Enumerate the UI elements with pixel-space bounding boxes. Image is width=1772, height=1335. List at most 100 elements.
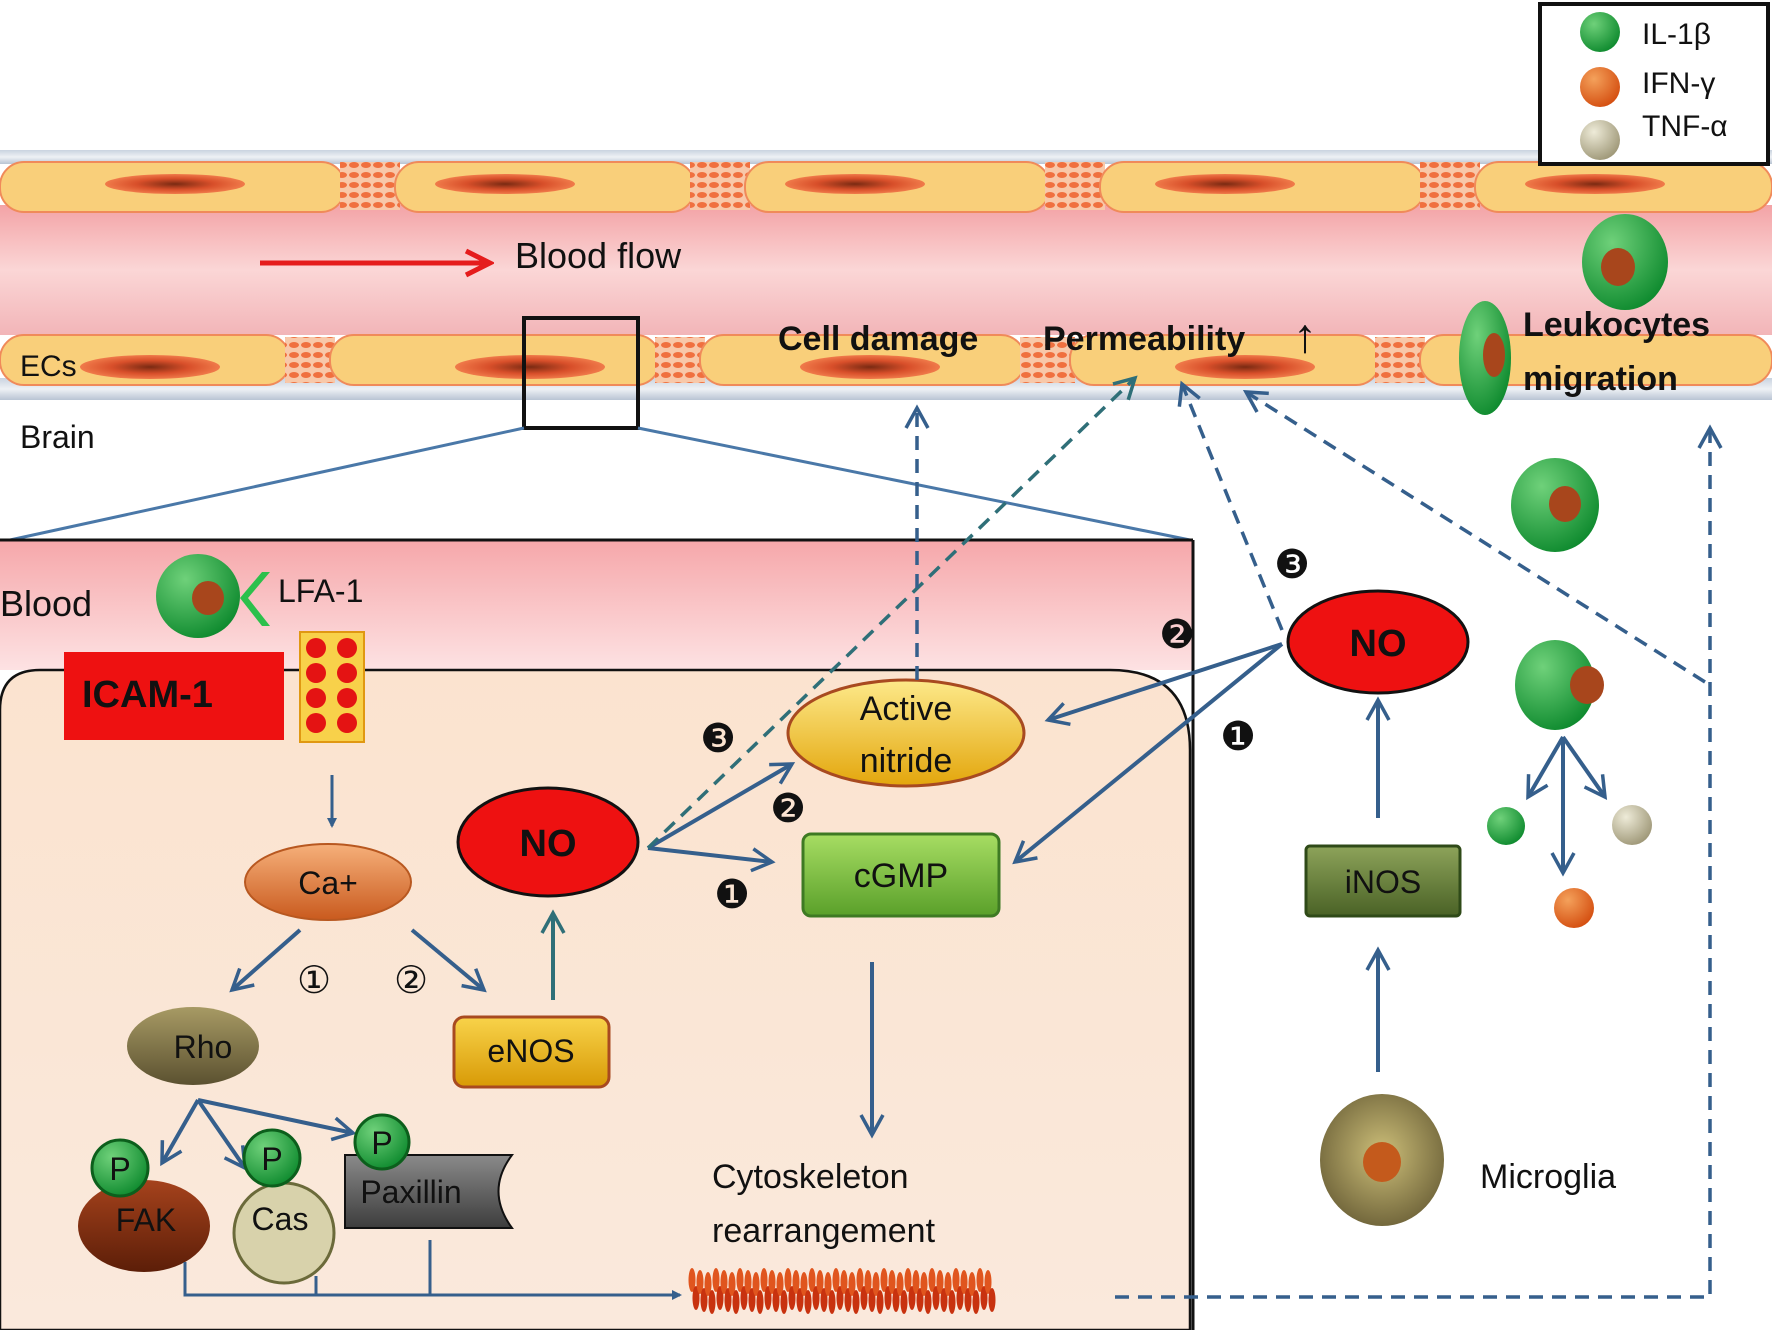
ca-node xyxy=(244,843,412,921)
leukocyte-nucleus xyxy=(1570,666,1604,704)
paxillin-label: Paxillin xyxy=(360,1174,461,1210)
cytoskeleton-filament xyxy=(748,1288,756,1312)
permeability-label: Permeability xyxy=(1043,320,1245,358)
cytoskeleton-filament xyxy=(836,1286,844,1310)
ec-junction-bottom xyxy=(1375,337,1425,383)
arrow-no-to-nitride-microglia xyxy=(1044,642,1283,727)
cytoskeleton-filament xyxy=(780,1290,788,1314)
cytoskeleton-filament xyxy=(936,1270,944,1294)
cytoskeleton-filament xyxy=(824,1272,832,1296)
cytoskeleton-filament xyxy=(920,1272,928,1296)
ec-nucleus-top xyxy=(1525,174,1665,194)
kinase-to-cytoskeleton-connector xyxy=(183,1262,682,1300)
cytoskeleton-filament xyxy=(848,1272,856,1296)
cytoskeleton-filament xyxy=(744,1270,752,1294)
cytoskeleton-filament xyxy=(956,1286,964,1310)
fak-label: FAK xyxy=(116,1202,176,1238)
il1b-particle xyxy=(1487,807,1525,845)
blood-flow-label: Blood flow xyxy=(515,235,682,276)
icam1-box xyxy=(64,652,284,740)
cytoskeleton-filament xyxy=(892,1288,900,1312)
fak-phospho xyxy=(90,1138,150,1198)
paxillin-phospho-label: P xyxy=(371,1125,392,1161)
legend-tnfa-label: TNF-α xyxy=(1642,110,1728,143)
cytoskeleton-filament xyxy=(976,1268,984,1292)
cytoskeleton-filament xyxy=(688,1268,696,1292)
leukocyte-nucleus xyxy=(1601,248,1635,286)
enos-node xyxy=(452,1015,611,1089)
cytoskeleton-filament xyxy=(884,1286,892,1310)
step-1-marker: ① xyxy=(297,960,331,1002)
cytoskeleton-filament xyxy=(700,1288,708,1312)
cytoskeleton-filament xyxy=(816,1270,824,1294)
cytoskeleton-filament xyxy=(948,1290,956,1314)
ifng-particle xyxy=(1554,888,1594,928)
step-2-marker: ② xyxy=(394,960,428,1002)
cytokine-arrow xyxy=(1561,735,1608,800)
cytoskeleton-label-line2: rearrangement xyxy=(712,1212,936,1250)
cytoskeleton-filament xyxy=(904,1268,912,1292)
cytoskeleton-filament xyxy=(788,1286,796,1310)
leukocyte-nucleus xyxy=(1483,333,1505,377)
cytoskeleton-filament xyxy=(952,1268,960,1292)
cytoskeleton-filament xyxy=(916,1288,924,1312)
leukocyte-cell xyxy=(1515,640,1595,730)
cytoskeleton-filament xyxy=(760,1268,768,1292)
ec-nucleus-bottom xyxy=(1175,355,1315,379)
cytoskeleton-filament xyxy=(752,1272,760,1296)
vessel-top-wall xyxy=(0,150,1772,164)
cytoskeleton-filament xyxy=(812,1286,820,1310)
tnfa-particle xyxy=(1612,805,1652,845)
rho-node xyxy=(127,1007,259,1085)
cytoskeleton-filament xyxy=(856,1268,864,1292)
brain-label: Brain xyxy=(20,419,95,455)
cytoskeleton-filament xyxy=(852,1290,860,1314)
paxillin-node xyxy=(344,1154,514,1229)
cytoskeleton-filament xyxy=(860,1286,868,1310)
leukocytes-label-line1: Leukocytes xyxy=(1523,306,1710,344)
cytoskeleton-filament xyxy=(972,1290,980,1314)
cytoskeleton-filament xyxy=(940,1288,948,1312)
cytoskeleton-filament xyxy=(728,1272,736,1296)
enos-label: eNOS xyxy=(487,1033,574,1069)
cytoskeleton-filament xyxy=(912,1270,920,1294)
cytoskeleton-filament xyxy=(868,1288,876,1312)
ec-junction-top xyxy=(340,162,400,210)
icam1-cluster-dots xyxy=(306,638,357,733)
ec-nucleus-top xyxy=(105,174,245,194)
cytoskeleton-filament xyxy=(724,1288,732,1312)
cas-label: Cas xyxy=(252,1201,309,1237)
legend-ifng-swatch xyxy=(1580,67,1620,107)
ec-nucleus-bottom xyxy=(80,355,220,379)
arrow-no-to-cgmp-microglia xyxy=(1012,642,1284,865)
ec-junction-top xyxy=(690,162,750,210)
cytoskeleton-filament xyxy=(900,1290,908,1314)
cell-damage-label: Cell damage xyxy=(778,320,978,358)
cgmp-label: cGMP xyxy=(854,857,948,895)
cytoskeleton-filament xyxy=(800,1272,808,1296)
ec-nucleus-bottom xyxy=(455,355,605,379)
ec-junction-bottom xyxy=(655,337,705,383)
legend-ifng-label: IFN-γ xyxy=(1642,67,1715,100)
cytoskeleton-filament xyxy=(844,1288,852,1312)
arrow-rho-to-fak xyxy=(160,1099,200,1167)
paxillin-phospho xyxy=(353,1113,411,1171)
microglia-label: Microglia xyxy=(1480,1158,1616,1196)
cytoskeleton-filament xyxy=(840,1270,848,1294)
cytoskeleton-filament xyxy=(828,1290,836,1314)
cytoskeleton-filament xyxy=(988,1288,996,1312)
legend-tnfa-swatch xyxy=(1580,120,1620,160)
zoom-region-box xyxy=(522,316,640,430)
cytoskeleton-filament xyxy=(732,1290,740,1314)
no-node-endothelial xyxy=(456,786,640,898)
cytoskeleton-filament xyxy=(960,1270,968,1294)
cytoskeleton-filament xyxy=(908,1286,916,1310)
cytoskeleton-filament xyxy=(708,1290,716,1314)
lfa1-receptor xyxy=(240,572,270,626)
cytoskeleton-filament xyxy=(768,1270,776,1294)
cytoskeleton-filaments xyxy=(688,1268,996,1314)
ec-nucleus-top xyxy=(435,174,575,194)
arrow-rho-to-paxillin xyxy=(197,1098,357,1142)
ca-label: Ca+ xyxy=(298,865,358,901)
